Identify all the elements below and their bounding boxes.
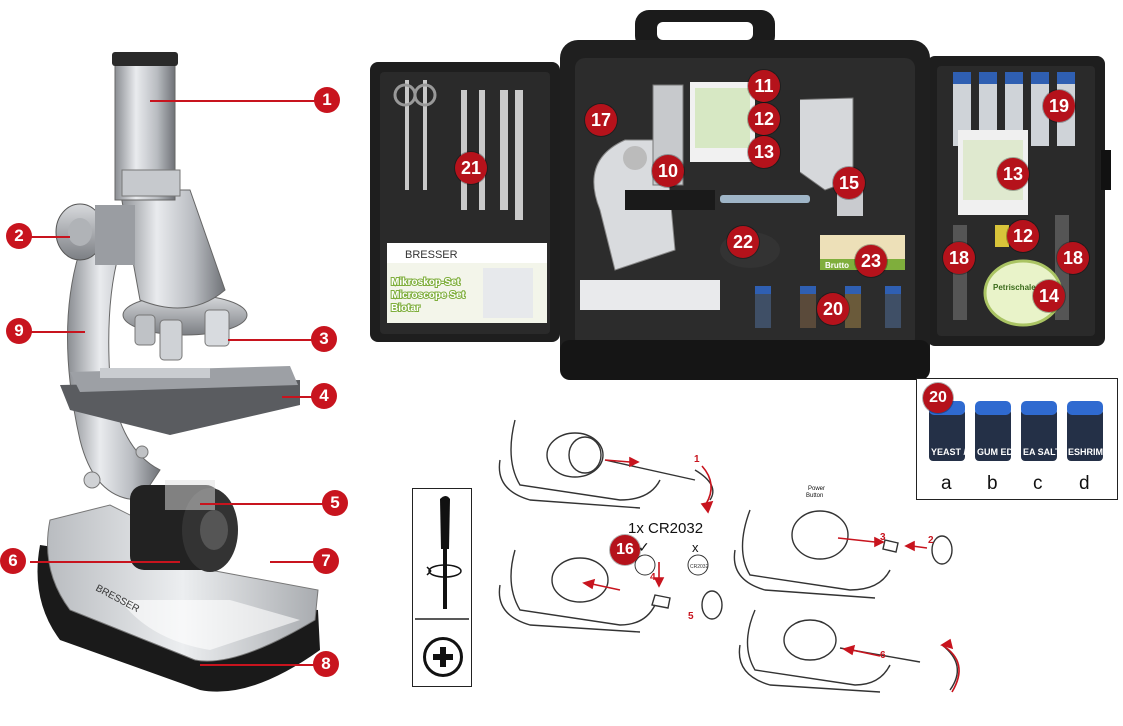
- case-callout-20: 20: [817, 293, 849, 325]
- no-mark: x: [692, 540, 699, 555]
- vial-letter-a: a: [941, 473, 952, 494]
- callout-9: 9: [6, 318, 32, 344]
- callout-4: 4: [311, 383, 337, 409]
- step-3: 3: [880, 532, 886, 543]
- case-callout-18a: 18: [943, 242, 975, 274]
- case-callout-21: 21: [455, 152, 487, 184]
- vial-letter-d: d: [1079, 473, 1090, 494]
- case-callout-18b: 18: [1057, 242, 1089, 274]
- callout-line-8: [200, 664, 320, 666]
- vial-letter-c: c: [1033, 473, 1043, 494]
- callout-7: 7: [313, 548, 339, 574]
- vial-label-c: EA SALT: [1023, 447, 1061, 457]
- petri-label: Petrischale: [993, 283, 1036, 292]
- screwdriver-panel: [412, 488, 472, 687]
- step-1: 1: [694, 454, 700, 465]
- callout-2: 2: [6, 223, 32, 249]
- step-5: 5: [688, 611, 694, 622]
- case-callout-12b: 12: [1007, 220, 1039, 252]
- case-callout-17: 17: [585, 104, 617, 136]
- ok-mark: ✓: [638, 539, 650, 555]
- brine-label: Brutto: [825, 261, 849, 270]
- vial-label-a: YEAST /: [931, 447, 967, 457]
- box-text-2: Microscope Set: [391, 290, 466, 301]
- case-callout-14: 14: [1033, 280, 1065, 312]
- battery-diagram: CR2032 1x CR2032 ✓ x Power Button 1 2 3 …: [498, 419, 960, 693]
- box-text-3: Biotar: [391, 303, 420, 314]
- case-callout-10: 10: [652, 155, 684, 187]
- callout-line-6: [30, 561, 180, 563]
- vial-label-b: GUM ED: [977, 447, 1014, 457]
- case-callout-23: 23: [855, 245, 887, 277]
- callout-line-5: [200, 503, 328, 505]
- vials-panel: YEAST / GUM ED EA SALT ESHRIMPE a b c d …: [916, 378, 1118, 500]
- case-drawing: BRESSER Mikroskop-Set Microscope Set Bio…: [370, 10, 1111, 380]
- box-brand: BRESSER: [405, 249, 458, 261]
- microscope-drawing: BRESSER: [37, 52, 320, 692]
- callout-1: 1: [314, 87, 340, 113]
- case-callout-12: 12: [748, 103, 780, 135]
- callout-6: 6: [0, 548, 26, 574]
- power-label-1: Power: [808, 486, 825, 492]
- step-2: 2: [928, 535, 934, 546]
- callout-3: 3: [311, 326, 337, 352]
- battery-badge: 16: [610, 535, 640, 565]
- case-callout-19: 19: [1043, 90, 1075, 122]
- screwdriver-icon: [415, 496, 469, 620]
- callout-line-2: [30, 236, 70, 238]
- case-callout-15: 15: [833, 167, 865, 199]
- vial-label-d: ESHRIMPE: [1068, 447, 1115, 457]
- vial-letter-b: b: [987, 473, 998, 494]
- case-callout-13: 13: [748, 136, 780, 168]
- callout-line-4: [282, 396, 318, 398]
- callout-5: 5: [322, 490, 348, 516]
- callout-line-9: [30, 331, 85, 333]
- step-4: 4: [650, 572, 656, 583]
- carrying-case: BRESSER Mikroskop-Set Microscope Set Bio…: [365, 10, 1123, 380]
- case-callout-13b: 13: [997, 158, 1029, 190]
- power-label-2: Button: [806, 493, 823, 499]
- case-callout-11: 11: [748, 70, 780, 102]
- microscope-illustration: BRESSER: [0, 0, 360, 721]
- step-6: 6: [880, 650, 886, 661]
- vials-badge: 20: [923, 383, 953, 413]
- callout-line-7: [270, 561, 318, 563]
- battery-instructions: CR2032 1x CR2032 ✓ x Power Button 1 2 3 …: [480, 400, 980, 721]
- coin-label: CR2032: [690, 564, 709, 570]
- box-text-1: Mikroskop-Set: [391, 277, 461, 288]
- case-callout-22: 22: [727, 226, 759, 258]
- battery-title: 1x CR2032: [628, 520, 703, 537]
- callout-8: 8: [313, 651, 339, 677]
- callout-line-1: [150, 100, 322, 102]
- callout-line-3: [228, 339, 318, 341]
- phillips-icon: [423, 637, 463, 677]
- vials-drawing: YEAST / GUM ED EA SALT ESHRIMPE a b c d: [929, 401, 1115, 494]
